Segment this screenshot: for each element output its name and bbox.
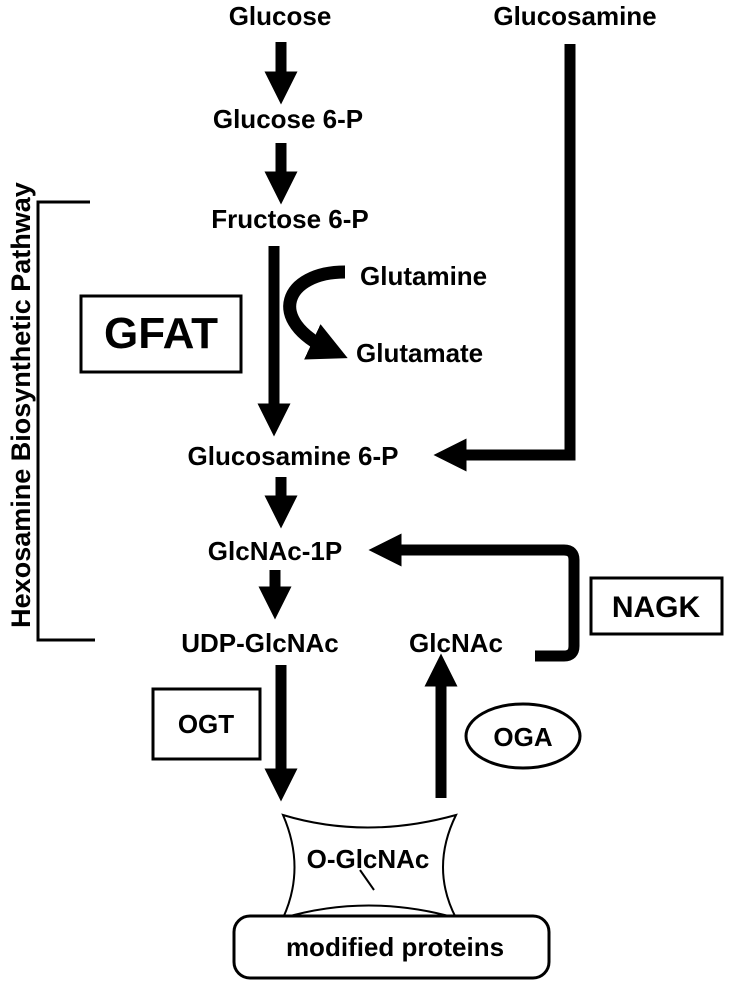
pathway-label: Hexosamine Biosynthetic Pathway xyxy=(6,182,36,628)
metabolite-glucose: Glucose xyxy=(229,1,332,31)
metabolite-glucosamine: Glucosamine xyxy=(493,1,656,31)
metabolite-glcnac: GlcNAc xyxy=(409,628,503,658)
metabolite-fructose-6p: Fructose 6-P xyxy=(211,204,369,234)
enzyme-nagk: NAGK xyxy=(612,591,701,624)
metabolite-udp-glcnac: UDP-GlcNAc xyxy=(181,628,338,658)
enzyme-ogt: OGT xyxy=(178,709,234,739)
gfat-box xyxy=(79,294,243,374)
arrow-glutamine-to-glutamate xyxy=(283,265,348,360)
metabolite-glucosamine-6p: Glucosamine 6-P xyxy=(188,441,399,471)
enzyme-gfat: GFAT xyxy=(104,309,218,358)
nagk-box xyxy=(589,576,724,636)
ogt-box xyxy=(151,687,262,761)
arrow-glucosamine-to-glucosamine-6p xyxy=(433,44,576,472)
metabolite-o-glcnac: O-GlcNAc xyxy=(307,844,430,874)
arrow-glcnac-to-glcnac-1p xyxy=(368,533,580,662)
metabolite-glutamate: Glutamate xyxy=(356,338,483,368)
metabolite-glucose-6p: Glucose 6-P xyxy=(213,104,363,134)
metabolite-glutamine: Glutamine xyxy=(360,261,487,291)
enzyme-oga: OGA xyxy=(493,722,552,752)
metabolite-glcnac-1p: GlcNAc-1P xyxy=(208,536,342,566)
pathway-bracket xyxy=(36,200,95,642)
oga-ellipse xyxy=(464,702,582,770)
o-glcnac-crease xyxy=(359,869,375,891)
metabolite-modified-proteins: modified proteins xyxy=(286,932,504,962)
modified-proteins-box xyxy=(232,914,551,980)
